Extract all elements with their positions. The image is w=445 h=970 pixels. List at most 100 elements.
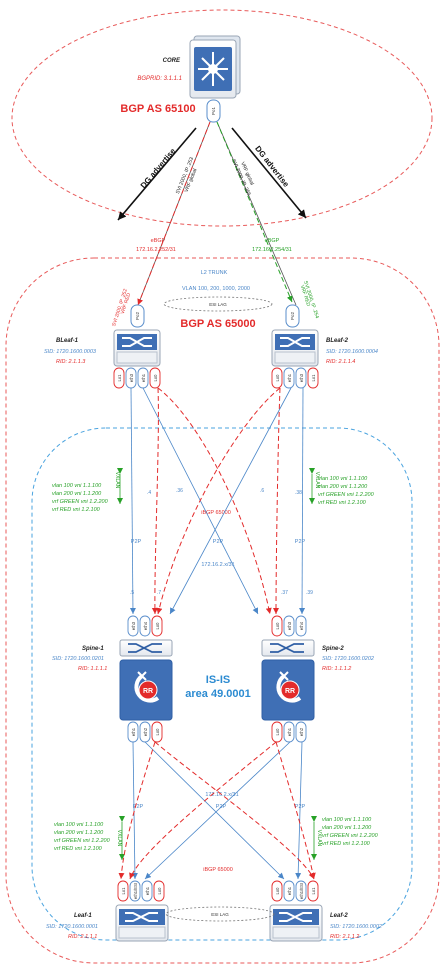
mid-p2p-center: P2P [213, 539, 224, 545]
leaf1-port-2[interactable] [141, 880, 153, 902]
spine2-bottom-port-1[interactable] [283, 721, 295, 743]
leaf1-port-label-1: eth1/ESI [133, 883, 138, 899]
fabric-as-boundary [5, 257, 440, 964]
bleaf1-port-2[interactable] [137, 367, 149, 389]
bleaf1-name: BLeaf-1 [56, 338, 79, 344]
leaf2-port-2[interactable] [295, 880, 307, 902]
bleaf1-port-label-0: Lo1 [117, 374, 122, 382]
leaf1-switch-icon [125, 912, 158, 922]
spine2-top-port-0[interactable] [271, 615, 283, 637]
mid-ibgp-label: iBGP 65000 [201, 510, 231, 516]
spine2-bottom-port-0[interactable] [271, 721, 283, 743]
p2p-link-2 [169, 387, 292, 615]
spine1-top-port-0[interactable] [127, 615, 139, 637]
core-as-label: BGP AS 65100 [120, 103, 195, 115]
spine1-top-port-label-1: eth4 [143, 621, 148, 630]
bleaf2-port-po2[interactable] [285, 304, 300, 328]
bleaf1-vni-0: vlan 100 vni 1.1.100 [52, 483, 102, 489]
leaf2-vni-3: vrf RED vni 1.2.100 [322, 841, 371, 847]
bleaf1-port-1[interactable] [125, 367, 137, 389]
spine2-bottom-port-2[interactable] [295, 721, 307, 743]
leaf1-vni-2: vrf GREEN vni 1.2.200 [54, 838, 111, 844]
spine1-bottom-port-2[interactable] [151, 721, 163, 743]
leaf1-port-label-0: Lo1 [121, 887, 126, 895]
ibgp-session-6 [129, 741, 277, 880]
trunk-vlans: VLAN 100, 200, 1000, 2000 [182, 286, 250, 292]
leaf2-name: Leaf-2 [330, 913, 348, 919]
leaf1-name: Leaf-1 [74, 913, 92, 919]
leaf1-port-3[interactable] [153, 880, 165, 902]
spine1-top-port-2[interactable] [151, 615, 163, 637]
leaf2-switch[interactable] [269, 904, 323, 942]
bleaf2-vni-3: vrf RED vni 1.2.100 [318, 500, 367, 506]
bleaf2-vxlan: VXLAN [314, 472, 320, 489]
leaf2-port-label-0: Lo0 [275, 887, 280, 895]
isis-area: area 49.0001 [185, 688, 250, 700]
bleaf1-port-3[interactable] [149, 367, 161, 389]
ebgp-left-session [137, 121, 211, 306]
spine1-rr-label: RR [143, 688, 153, 695]
mid-p2p-left: P2P [131, 539, 142, 545]
leaf2-port-0[interactable] [271, 880, 283, 902]
bleaf1-vxlan: VXLAN [114, 472, 120, 489]
spine2-switch[interactable] [261, 639, 315, 721]
bleaf2-port-3[interactable] [307, 367, 319, 389]
bleaf2-po-label: Po2 [290, 312, 295, 321]
bleaf2-port-0[interactable] [271, 367, 283, 389]
leaf2-vxlan: VXLAN [316, 830, 322, 847]
spine1-switch[interactable] [119, 639, 173, 721]
leaf1-port-0[interactable] [117, 880, 129, 902]
bleaf2-port-label-3: Lo1 [311, 374, 316, 382]
bleaf2-port-2[interactable] [295, 367, 307, 389]
core-bgprid: BGPRID: 3.1.1.1 [137, 76, 182, 82]
leaf2-vni-1: vlan 200 vni 1.1.200 [322, 825, 372, 831]
spine1-switch-icon [128, 643, 162, 653]
leaf2-port-3[interactable] [307, 880, 319, 902]
spine1-bottom-port-0[interactable] [127, 721, 139, 743]
core-port-po1[interactable] [206, 99, 221, 123]
bleaf1-port-0[interactable] [113, 367, 125, 389]
bleaf2-port-label-2: eth3 [299, 373, 304, 382]
lower-ibgp-label: iBGP 65000 [203, 867, 233, 873]
spine2-top-port-2[interactable] [295, 615, 307, 637]
right-ebgp-subnet: 172.16.2.254/31 [252, 247, 292, 253]
bleaf1-ip-right: .36 [176, 488, 183, 494]
p2p-link-3 [299, 387, 306, 615]
leaf2-port-1[interactable] [283, 880, 295, 902]
bleaf2-switch[interactable] [271, 329, 319, 367]
bleaf1-port-po2[interactable] [130, 304, 145, 328]
spine1-ip-right: .7 [157, 590, 161, 596]
ibgp-session-7 [275, 741, 316, 880]
leaf1-vni-1: vlan 200 vni 1.1.200 [54, 830, 104, 836]
bleaf2-port-label-1: eth1 [287, 373, 292, 382]
leaf1-switch[interactable] [115, 904, 169, 942]
bleaf1-vni-1: vlan 200 vni 1.1.200 [52, 491, 102, 497]
bleaf2-port-1[interactable] [283, 367, 295, 389]
esi-lag-bottom [165, 906, 275, 922]
mid-p2p-right: P2P [295, 539, 306, 545]
ibgp-session-3 [273, 387, 281, 615]
left-ebgp-label: eBGP [151, 238, 166, 244]
bleaf1-switch[interactable] [113, 329, 161, 367]
bleaf1-switch-icon [122, 337, 152, 347]
core-switch[interactable] [189, 35, 241, 99]
dg-advertise-right-arrow [231, 127, 307, 219]
leaf1-port-1[interactable] [129, 880, 141, 902]
spine2-switch-icon [270, 643, 304, 653]
bleaf1-ip-left: .4 [147, 490, 151, 496]
bleaf2-switch-icon [280, 337, 310, 347]
leaf2-vni-0: vlan 100 vni 1.1.100 [322, 817, 372, 823]
links-layer [118, 387, 316, 880]
ibgp-session-1 [157, 387, 272, 615]
ibgp-session-2 [156, 387, 281, 615]
spine2-rid: RID: 1.1.1.2 [322, 666, 351, 672]
bleaf2-sid: SID: 1720.1600.0004 [326, 349, 378, 355]
leaf2-rid: RID: 2.1.1.2 [330, 934, 359, 940]
spine1-bottom-port-1[interactable] [139, 721, 151, 743]
bleaf1-port-label-1: eth3 [129, 373, 134, 382]
isis-title: IS-IS [206, 674, 230, 686]
spine2-top-port-1[interactable] [283, 615, 295, 637]
spine1-top-port-1[interactable] [139, 615, 151, 637]
isis-area-boundary [31, 427, 413, 941]
